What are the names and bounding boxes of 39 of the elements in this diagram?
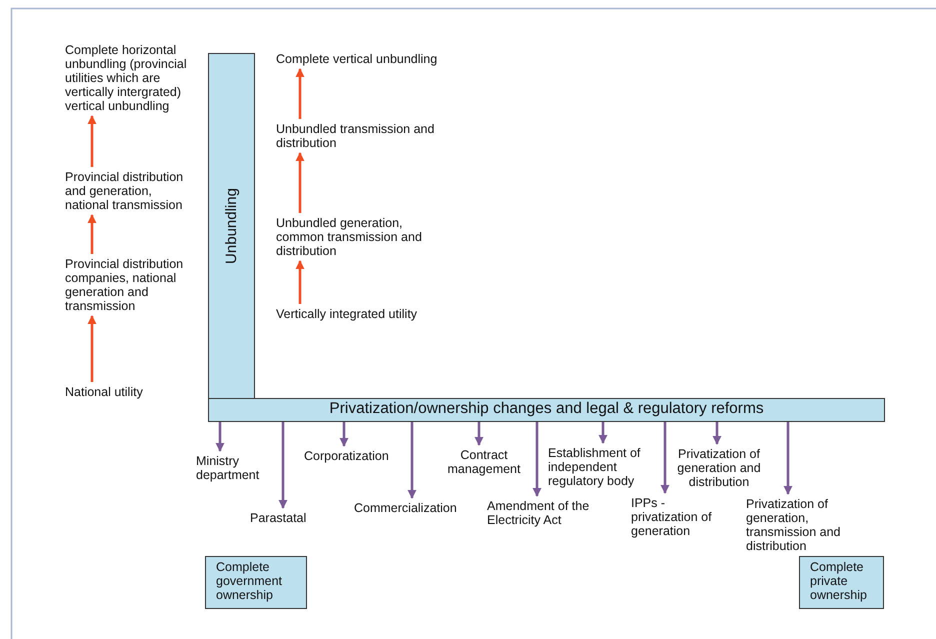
arrow	[296, 152, 304, 213]
arrow	[532, 422, 542, 497]
arrow	[660, 422, 670, 494]
stage-label: Complete vertical unbundling	[276, 52, 451, 66]
arrow	[278, 422, 288, 509]
stage-label: Corporatization	[304, 449, 409, 463]
stage-label: Provincial distribution companies, national generation and transmission	[65, 257, 197, 313]
stage-label: Privatization of generation, transmission and distribution	[746, 497, 861, 553]
stage-label: Unbundled generation, common transmission and distribution	[276, 216, 451, 258]
arrow	[88, 214, 96, 254]
arrow	[784, 422, 792, 495]
stage-label: Vertically integrated utility	[276, 307, 451, 321]
stage-label: Parastatal	[250, 511, 320, 525]
stage-label: National utility	[65, 385, 200, 399]
stage-label: Commercialization	[354, 501, 479, 515]
arrow	[88, 315, 96, 382]
stage-label: Amendment of the Electricity Act	[487, 499, 609, 527]
ownership-box: Complete government ownership	[205, 556, 307, 609]
arrow	[408, 422, 416, 499]
stage-label: Unbundled transmission and distribution	[276, 122, 451, 150]
arrow	[474, 422, 484, 446]
stage-label: Contract management	[436, 448, 532, 476]
stage-label: Provincial distribution and generation, national transmission	[65, 170, 197, 212]
stage-label: Establishment of independent regulatory body	[548, 446, 660, 488]
bar-title: Unbundling	[224, 188, 238, 264]
arrow	[598, 422, 608, 444]
arrow	[340, 422, 348, 447]
arrow	[88, 115, 96, 167]
ownership-box: Complete private ownership	[799, 556, 884, 609]
arrow	[216, 422, 224, 452]
arrow	[296, 260, 304, 304]
stage-label: Ministry department	[196, 454, 276, 482]
reform-bar: Privatization/ownership changes and legal & regulatory reforms	[208, 398, 885, 422]
stage-label: IPPs - privatization of generation	[631, 496, 713, 538]
stage-label: Complete horizontal unbundling (provincial utilities which are vertically intergrated) vertical unbundling	[65, 43, 200, 113]
stage-label: Privatization of generation and distribution	[670, 447, 768, 489]
arrow	[296, 68, 304, 119]
unbundling-bar	[208, 53, 255, 399]
arrow	[712, 422, 722, 445]
